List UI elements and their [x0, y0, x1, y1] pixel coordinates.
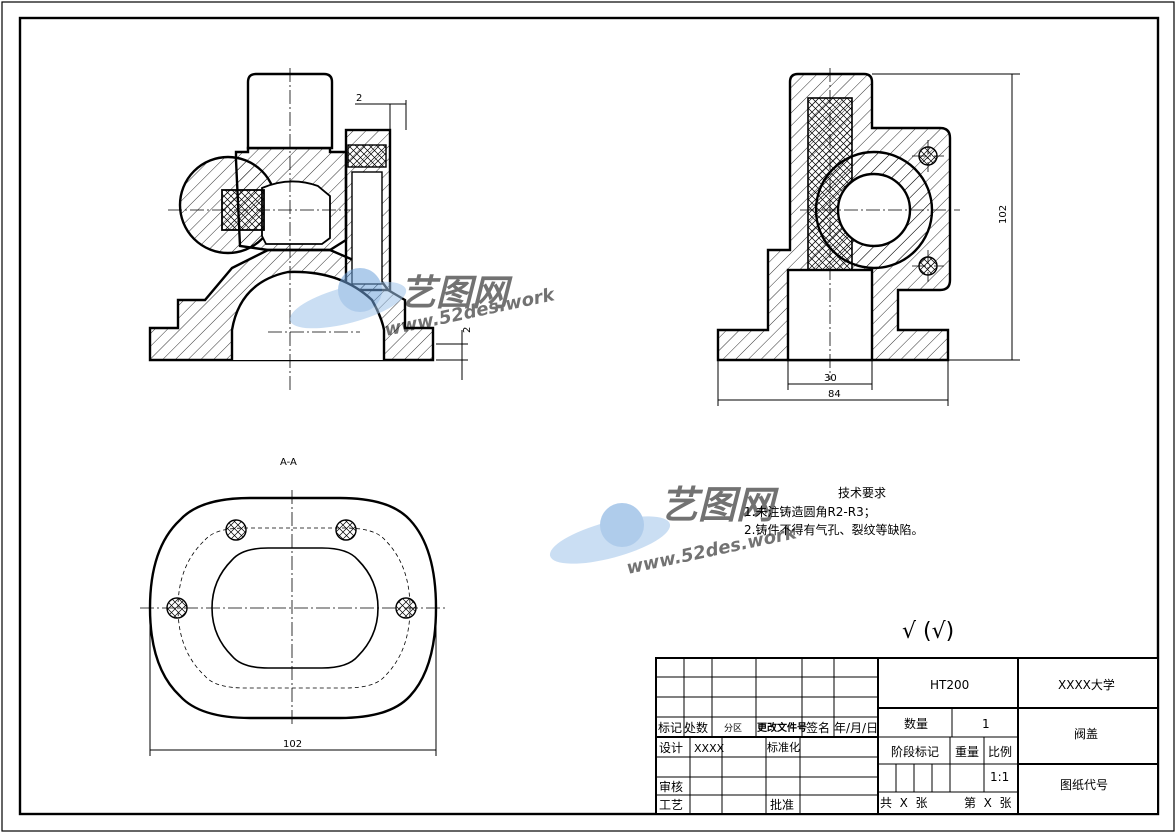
watermark-brand-lower: 艺图网	[660, 483, 779, 527]
inner-frame	[18, 16, 1160, 816]
tb-zone-label: 分区	[724, 723, 742, 734]
tb-doc-label: 更改文件号	[757, 721, 807, 734]
tb-university: XXXX大学	[1058, 677, 1115, 692]
tb-weight-label: 重量	[955, 745, 979, 759]
tb-quantity-value: 1	[982, 717, 990, 731]
notes-line-1: 1.未注铸造圆角R2-R3；	[744, 504, 876, 519]
watermark-brand-upper: 艺图网	[400, 273, 513, 314]
tb-review-label: 审核	[659, 779, 683, 794]
dim-bottom-gap: 2	[462, 327, 473, 333]
dim-plan-width: 102	[283, 739, 302, 750]
watermark-lower: 艺图网 www.52des.work	[549, 483, 799, 579]
tb-material: HT200	[930, 678, 969, 692]
tb-sheet-no: 第 X 张	[964, 796, 1011, 810]
section-label: A-A	[280, 457, 297, 468]
notes-line-2: 2.铸件不得有气孔、裂纹等缺陷。	[744, 522, 923, 537]
dim-bore: 30	[824, 373, 837, 384]
tb-count-label: 处数	[684, 720, 708, 735]
tb-scale-label: 比例	[988, 745, 1012, 759]
tb-design-label: 设计	[659, 741, 683, 755]
dim-width: 84	[828, 389, 841, 400]
tb-part-name: 阀盖	[1074, 727, 1098, 741]
tb-standard-label: 标准化	[767, 740, 800, 754]
side-section-view	[716, 68, 1020, 406]
dim-height: 102	[998, 205, 1009, 224]
tb-sheets-total: 共 X 张	[880, 796, 927, 810]
tb-mark-label: 标记	[658, 721, 682, 735]
roughness-symbol: √ (√)	[902, 619, 954, 644]
tb-process-label: 工艺	[659, 798, 683, 812]
tb-quantity-label: 数量	[904, 716, 928, 731]
dim-top-gap: 2	[356, 93, 362, 104]
tb-sign-label: 签名	[806, 720, 830, 735]
tb-date-label: 年/月/日	[834, 721, 878, 735]
plan-view	[140, 490, 446, 756]
front-section-view	[148, 68, 468, 392]
title-block	[655, 657, 1159, 815]
tb-approve-label: 批准	[770, 797, 794, 812]
tb-designer: XXXX	[694, 742, 725, 755]
tb-stage-label: 阶段标记	[891, 744, 939, 759]
tb-drawing-code: 图纸代号	[1060, 778, 1108, 792]
tb-scale-value: 1:1	[990, 770, 1009, 784]
notes-title: 技术要求	[838, 486, 886, 500]
